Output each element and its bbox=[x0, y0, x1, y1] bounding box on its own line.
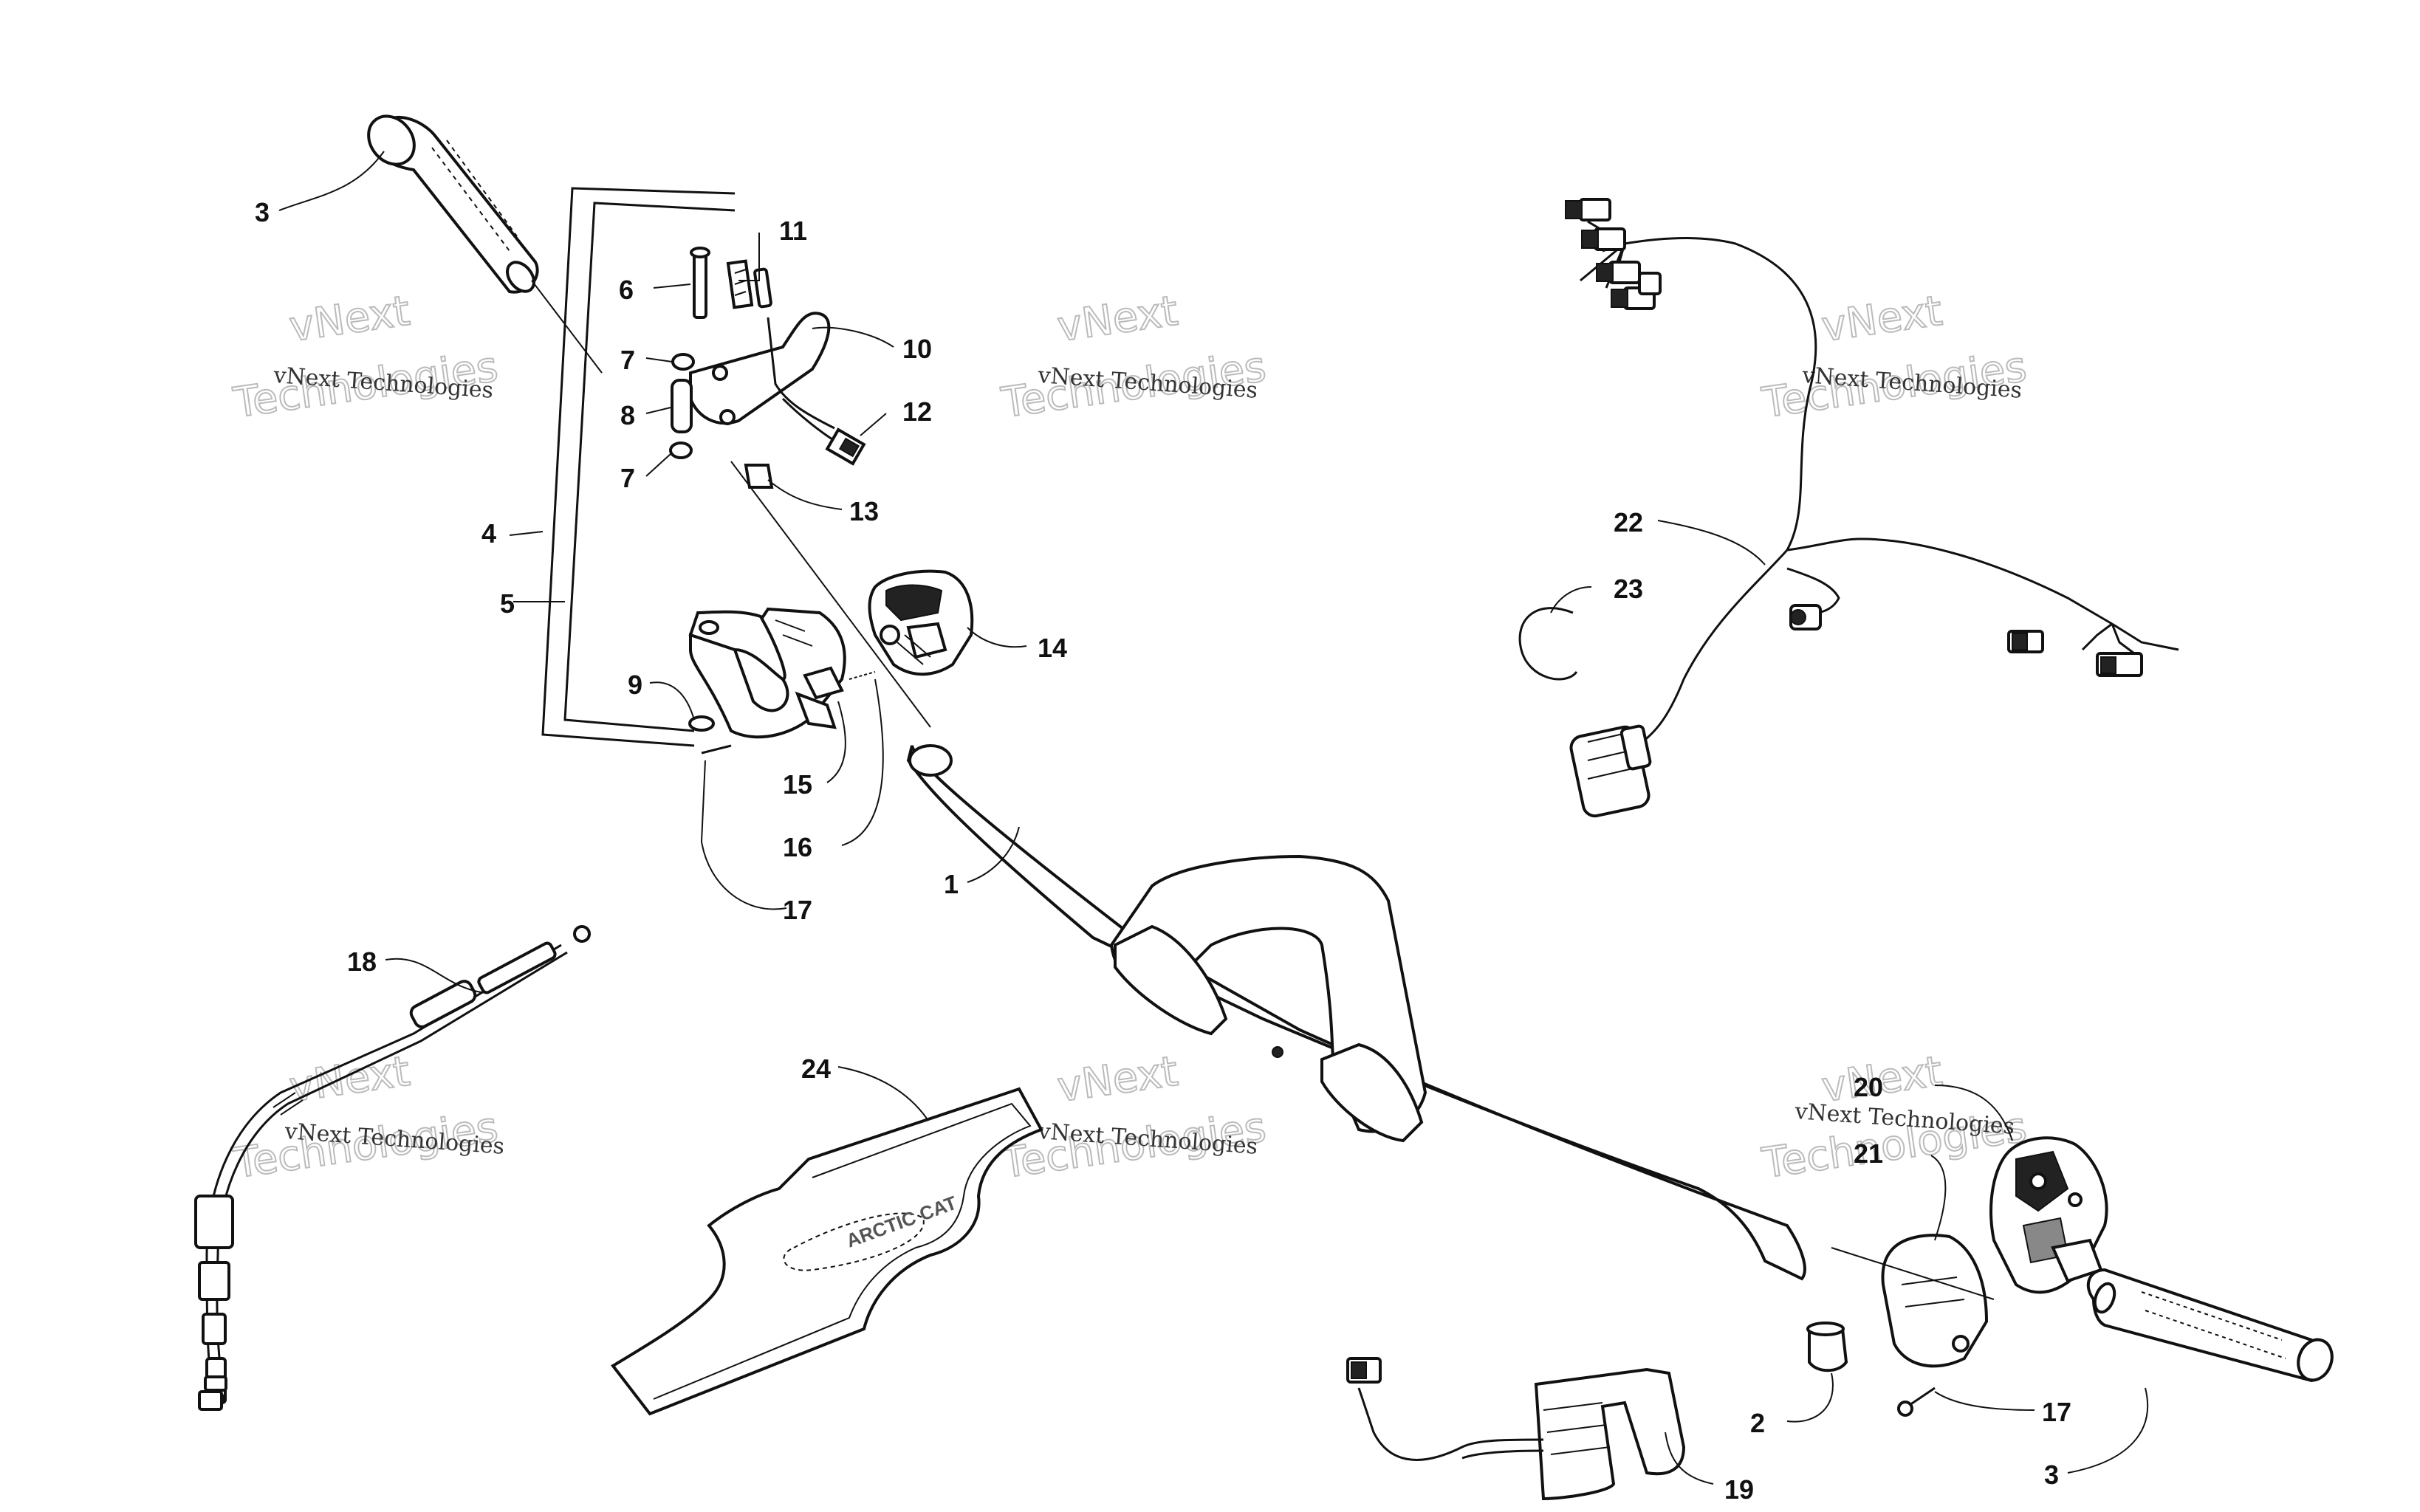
callout-22: 22 bbox=[1614, 507, 1643, 537]
callout-3-left: 3 bbox=[255, 197, 270, 227]
watermark-5: vNext Technologies vNext Technologies bbox=[998, 1047, 1269, 1189]
callout-13: 13 bbox=[849, 496, 879, 526]
handlebar-pad-part-24: ARCTIC CAT bbox=[611, 1087, 1043, 1416]
callout-24: 24 bbox=[801, 1054, 831, 1084]
callout-23: 23 bbox=[1614, 574, 1643, 604]
bolt-part-6 bbox=[690, 247, 710, 319]
callout-14: 14 bbox=[1038, 633, 1067, 663]
screw-part-16 bbox=[849, 671, 876, 680]
washer-part-7b bbox=[669, 441, 693, 459]
callout-21: 21 bbox=[1854, 1138, 1883, 1169]
end-cap-part-2 bbox=[1806, 1322, 1848, 1372]
callout-7-bottom: 7 bbox=[620, 463, 635, 493]
callout-15: 15 bbox=[783, 769, 812, 800]
callout-2: 2 bbox=[1750, 1408, 1765, 1438]
watermark-big-1: vNext bbox=[287, 287, 413, 351]
callout-12: 12 bbox=[902, 396, 932, 427]
watermark-big-1: vNext bbox=[1055, 287, 1181, 351]
callout-11: 11 bbox=[779, 216, 807, 246]
watermark-big-1: vNext bbox=[1055, 1048, 1181, 1112]
callout-20: 20 bbox=[1854, 1072, 1883, 1102]
callout-10: 10 bbox=[902, 334, 932, 364]
assembly-bracket-4-5 bbox=[541, 187, 736, 747]
sensor-part-11 bbox=[726, 259, 772, 309]
clip-part-13 bbox=[744, 464, 774, 489]
clip-part-15 bbox=[803, 666, 844, 700]
screw-part-17a bbox=[701, 744, 732, 755]
washer-part-7a bbox=[671, 353, 695, 371]
screw-part-17b bbox=[1897, 1386, 1936, 1417]
right-grip-part-3 bbox=[2086, 1268, 2334, 1383]
watermark-big-1: vNext bbox=[287, 1048, 413, 1112]
handlebar-part-1 bbox=[906, 744, 1806, 1281]
callout-4: 4 bbox=[481, 518, 496, 549]
right-switch-assembly-part-20 bbox=[1989, 1136, 2108, 1294]
callout-18: 18 bbox=[347, 946, 377, 977]
wiring-harness-part-22 bbox=[1565, 198, 2179, 818]
watermark-big-1: vNext bbox=[1819, 287, 1945, 351]
left-grip-part-3 bbox=[367, 114, 539, 294]
ring-clip-part-23 bbox=[1518, 607, 1578, 681]
callout-5: 5 bbox=[500, 588, 515, 619]
watermark-1: vNext Technologies vNext Technologies bbox=[230, 286, 501, 428]
connector-part-12 bbox=[781, 397, 866, 466]
callout-8: 8 bbox=[620, 400, 635, 430]
right-housing-part-21 bbox=[1881, 1234, 1989, 1368]
switch-housing-part-14 bbox=[868, 569, 974, 676]
callout-16: 16 bbox=[783, 832, 812, 862]
callout-7-top: 7 bbox=[620, 345, 635, 375]
callout-3-right: 3 bbox=[2044, 1460, 2059, 1490]
heater-harness-part-19 bbox=[1346, 1357, 1686, 1501]
callout-17-right: 17 bbox=[2042, 1397, 2071, 1427]
callout-1: 1 bbox=[944, 869, 959, 899]
left-housing-part-9 bbox=[688, 607, 846, 739]
sleeve-part-8 bbox=[671, 379, 693, 433]
watermark-3: vNext Technologies vNext Technologies bbox=[1758, 286, 2030, 428]
callout-19: 19 bbox=[1724, 1474, 1754, 1505]
leader-lines bbox=[278, 151, 2149, 1485]
watermark-2: vNext Technologies vNext Technologies bbox=[998, 286, 1269, 428]
throttle-lever-part-10 bbox=[689, 312, 835, 430]
callout-9: 9 bbox=[628, 670, 642, 700]
watermark-6: vNext Technologies vNext Technologies bbox=[1758, 1047, 2030, 1189]
callout-17-left: 17 bbox=[783, 895, 812, 925]
callout-6: 6 bbox=[619, 275, 634, 305]
callout-labels: 3 11 6 10 7 8 12 7 13 4 5 14 9 15 16 1 1… bbox=[255, 197, 2071, 1505]
throttle-cable-part-18 bbox=[194, 925, 591, 1411]
